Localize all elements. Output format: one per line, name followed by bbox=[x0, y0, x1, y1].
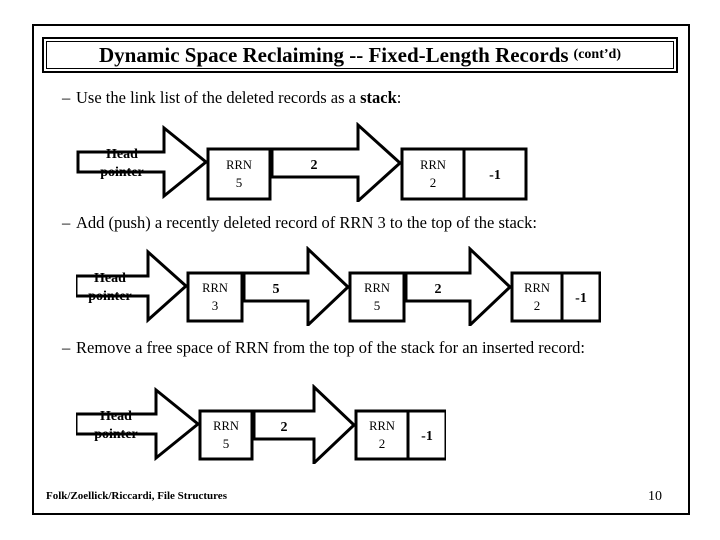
node-1-rrn-box-2 bbox=[186, 271, 244, 323]
bullet-text-1: Use the link list of the deleted records… bbox=[76, 87, 622, 108]
diagram-stack-after-pop: Head pointer RRN 5 2 RRN 2 -1 bbox=[76, 384, 446, 464]
node-1-link-value-2: 5 bbox=[273, 282, 280, 297]
node-2-link-value-2: 2 bbox=[435, 282, 442, 297]
bullet-dash-icon: – bbox=[62, 338, 71, 357]
node-2-rrn-label-1: RRN bbox=[420, 158, 446, 172]
node-2-link-value-1: -1 bbox=[489, 168, 501, 183]
node-2-rrn-box-1 bbox=[400, 147, 466, 201]
head-pointer-arrow-2 bbox=[76, 248, 189, 324]
diagram-stack-after-push: Head pointer RRN 3 5 RRN 5 2 RRN 2 -1 bbox=[76, 246, 601, 326]
bullet-text-2: Add (push) a recently deleted record of … bbox=[76, 213, 537, 232]
head-pointer-label-line2-1: pointer bbox=[100, 165, 144, 180]
bullet-text-1-emphasis: stack bbox=[360, 88, 397, 107]
node-1-link-value-3: 2 bbox=[281, 420, 288, 435]
node-1-rrn-label-1: RRN bbox=[226, 158, 252, 172]
node-1-rrn-value-3: 5 bbox=[223, 436, 230, 451]
bullet-text-1-plain: Use the link list of the deleted records… bbox=[76, 88, 361, 107]
slide-title-inner-border: Dynamic Space Reclaiming -- Fixed-Length… bbox=[46, 41, 674, 69]
node-2-rrn-box-3 bbox=[354, 409, 410, 461]
node-3-link-box-2 bbox=[560, 271, 601, 323]
node-2-link-arrow-2 bbox=[404, 246, 513, 326]
node-2-link-box-3 bbox=[406, 409, 446, 461]
head-pointer-label-line2-2: pointer bbox=[88, 289, 132, 304]
head-pointer-label-line1-3: Head bbox=[100, 409, 132, 424]
diagram-stack-after-deletions: Head pointer RRN 5 2 RRN 2 -1 bbox=[76, 122, 546, 202]
head-pointer-label-line2-3: pointer bbox=[94, 427, 138, 442]
node-1-link-value-1: 2 bbox=[311, 158, 318, 173]
node-1-rrn-label-3: RRN bbox=[213, 419, 239, 433]
node-2-rrn-label-3: RRN bbox=[369, 419, 395, 433]
node-1-rrn-box-1 bbox=[206, 147, 272, 201]
node-1-rrn-box-3 bbox=[198, 409, 254, 461]
diagram-3-canvas: Head pointer RRN 5 2 RRN 2 -1 bbox=[76, 384, 446, 464]
bullet-dash-icon: – bbox=[62, 213, 71, 232]
node-2-rrn-value-2: 5 bbox=[374, 298, 381, 313]
node-1-link-arrow-3 bbox=[252, 384, 357, 464]
page-title: Dynamic Space Reclaiming -- Fixed-Length… bbox=[99, 42, 569, 67]
node-3-rrn-label-2: RRN bbox=[524, 281, 550, 295]
bullet-item-3: – Remove a free space of RRN from the to… bbox=[62, 337, 676, 358]
bullet-item-1: – Use the link list of the deleted recor… bbox=[62, 87, 622, 108]
head-pointer-arrow-3 bbox=[76, 386, 201, 462]
node-3-rrn-value-2: 2 bbox=[534, 298, 541, 313]
bullet-dash-icon: – bbox=[62, 88, 71, 107]
node-3-link-value-2: -1 bbox=[575, 291, 587, 306]
diagram-1-canvas: Head pointer RRN 5 2 RRN 2 -1 bbox=[76, 122, 528, 202]
node-2-rrn-label-2: RRN bbox=[364, 281, 390, 295]
bullet-item-2: – Add (push) a recently deleted record o… bbox=[62, 212, 662, 233]
node-3-rrn-box-2 bbox=[510, 271, 564, 323]
node-1-rrn-value-1: 5 bbox=[236, 175, 243, 190]
bullet-text-3: Remove a free space of RRN from the top … bbox=[76, 338, 586, 357]
node-1-link-arrow-2 bbox=[242, 246, 351, 326]
node-2-link-value-3: -1 bbox=[421, 429, 433, 444]
slide-title-box: Dynamic Space Reclaiming -- Fixed-Length… bbox=[42, 37, 678, 73]
head-pointer-label-line1-2: Head bbox=[94, 271, 126, 286]
node-1-rrn-label-2: RRN bbox=[202, 281, 228, 295]
head-pointer-arrow-1 bbox=[76, 124, 209, 200]
diagram-2-canvas: Head pointer RRN 3 5 RRN 5 2 RRN 2 -1 bbox=[76, 246, 601, 326]
footer-credit: Folk/Zoellick/Riccardi, File Structures bbox=[46, 490, 227, 502]
node-2-rrn-value-1: 2 bbox=[430, 175, 437, 190]
node-1-rrn-value-2: 3 bbox=[212, 298, 219, 313]
bullet-text-1-tail: : bbox=[396, 88, 402, 107]
node-2-link-box-1 bbox=[462, 147, 528, 201]
node-2-rrn-box-2 bbox=[348, 271, 406, 323]
page-title-suffix: (cont’d) bbox=[573, 47, 621, 62]
page-number: 10 bbox=[648, 489, 662, 504]
node-2-rrn-value-3: 2 bbox=[379, 436, 386, 451]
head-pointer-label-line1-1: Head bbox=[106, 147, 138, 162]
node-1-link-arrow-1 bbox=[270, 122, 403, 202]
